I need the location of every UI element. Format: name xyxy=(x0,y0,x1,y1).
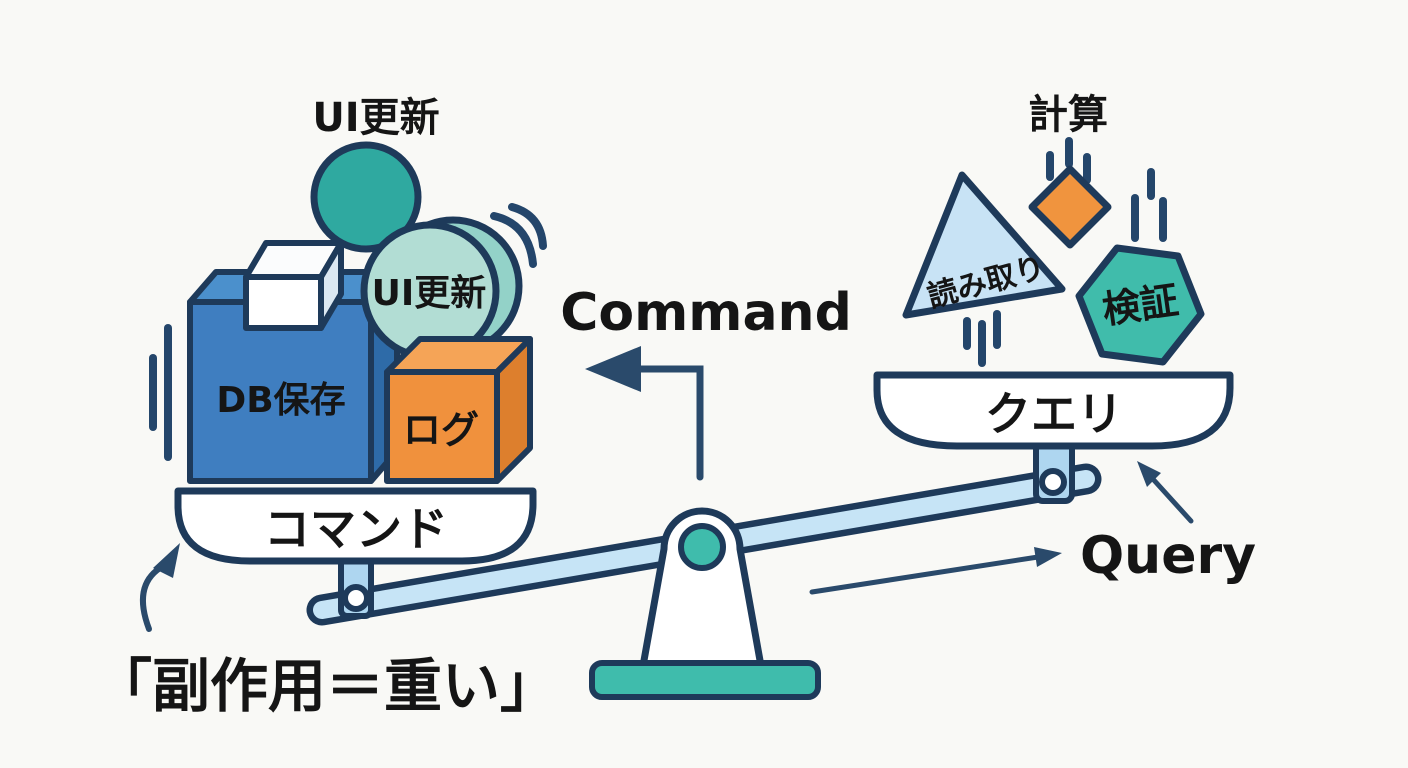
validate-hexagon-label: 検証 xyxy=(1100,278,1181,332)
annotations: Command Query 「副作用＝重い」 xyxy=(94,283,1256,720)
command-stack-group: UI更新 ログ DB保存 UI更新 xyxy=(149,95,547,484)
ui-update-ball xyxy=(310,141,422,253)
db-cube-label: DB保存 xyxy=(216,380,345,421)
db-cube-front-face xyxy=(187,299,374,484)
balance-scale: コマンド クエリ xyxy=(174,371,1234,700)
ui-update-floating-label: UI更新 xyxy=(312,95,439,141)
caption-side-effects: 「副作用＝重い」 xyxy=(94,652,558,720)
command-label: Command xyxy=(560,283,852,343)
white-cube-front-face xyxy=(243,274,324,331)
query-arrowhead-icon xyxy=(1034,547,1062,567)
white-cube xyxy=(243,240,344,331)
log-cube-front-face xyxy=(384,369,500,484)
calc-floating-label: 計算 xyxy=(1028,92,1108,138)
read-triangle-shape xyxy=(902,171,1066,319)
query-pan: クエリ xyxy=(873,371,1234,450)
validate-hexagon: 検証 xyxy=(1075,244,1205,366)
read-triangle: 読み取り xyxy=(902,171,1066,319)
wobble-arc-icon xyxy=(490,212,537,268)
query-pan-label: クエリ xyxy=(985,387,1123,441)
pan-pointer-arrowhead-icon xyxy=(1137,461,1161,487)
command-pan-bowl xyxy=(174,487,537,565)
ui-update-coin: UI更新 xyxy=(360,216,523,361)
command-arrow-line xyxy=(637,365,704,481)
wobble-arc-icon xyxy=(508,203,547,250)
log-cube-label: ログ xyxy=(403,408,479,452)
log-cube: ログ xyxy=(384,336,533,484)
right-pivot xyxy=(1039,468,1067,496)
caption-arrow-line xyxy=(139,565,163,632)
pan-pointer-arrow-line xyxy=(1149,475,1194,524)
fulcrum-column xyxy=(639,507,765,670)
scale-base xyxy=(589,660,821,700)
left-pivot xyxy=(342,584,370,612)
coin-label: UI更新 xyxy=(372,273,487,314)
query-label: Query xyxy=(1080,526,1256,586)
command-arrowhead-icon xyxy=(585,346,641,392)
command-pan-label: コマンド xyxy=(264,502,448,556)
query-arrow-line xyxy=(809,554,1041,595)
calc-diamond xyxy=(1028,165,1112,249)
command-pan: コマンド xyxy=(174,487,537,565)
query-pan-bowl xyxy=(873,371,1234,450)
caption-arrowhead-icon xyxy=(153,543,180,578)
fulcrum-pivot xyxy=(678,523,726,571)
validate-hexagon-shape xyxy=(1075,244,1205,366)
query-shapes-group: 計算 読み取り 検証 xyxy=(902,92,1205,367)
